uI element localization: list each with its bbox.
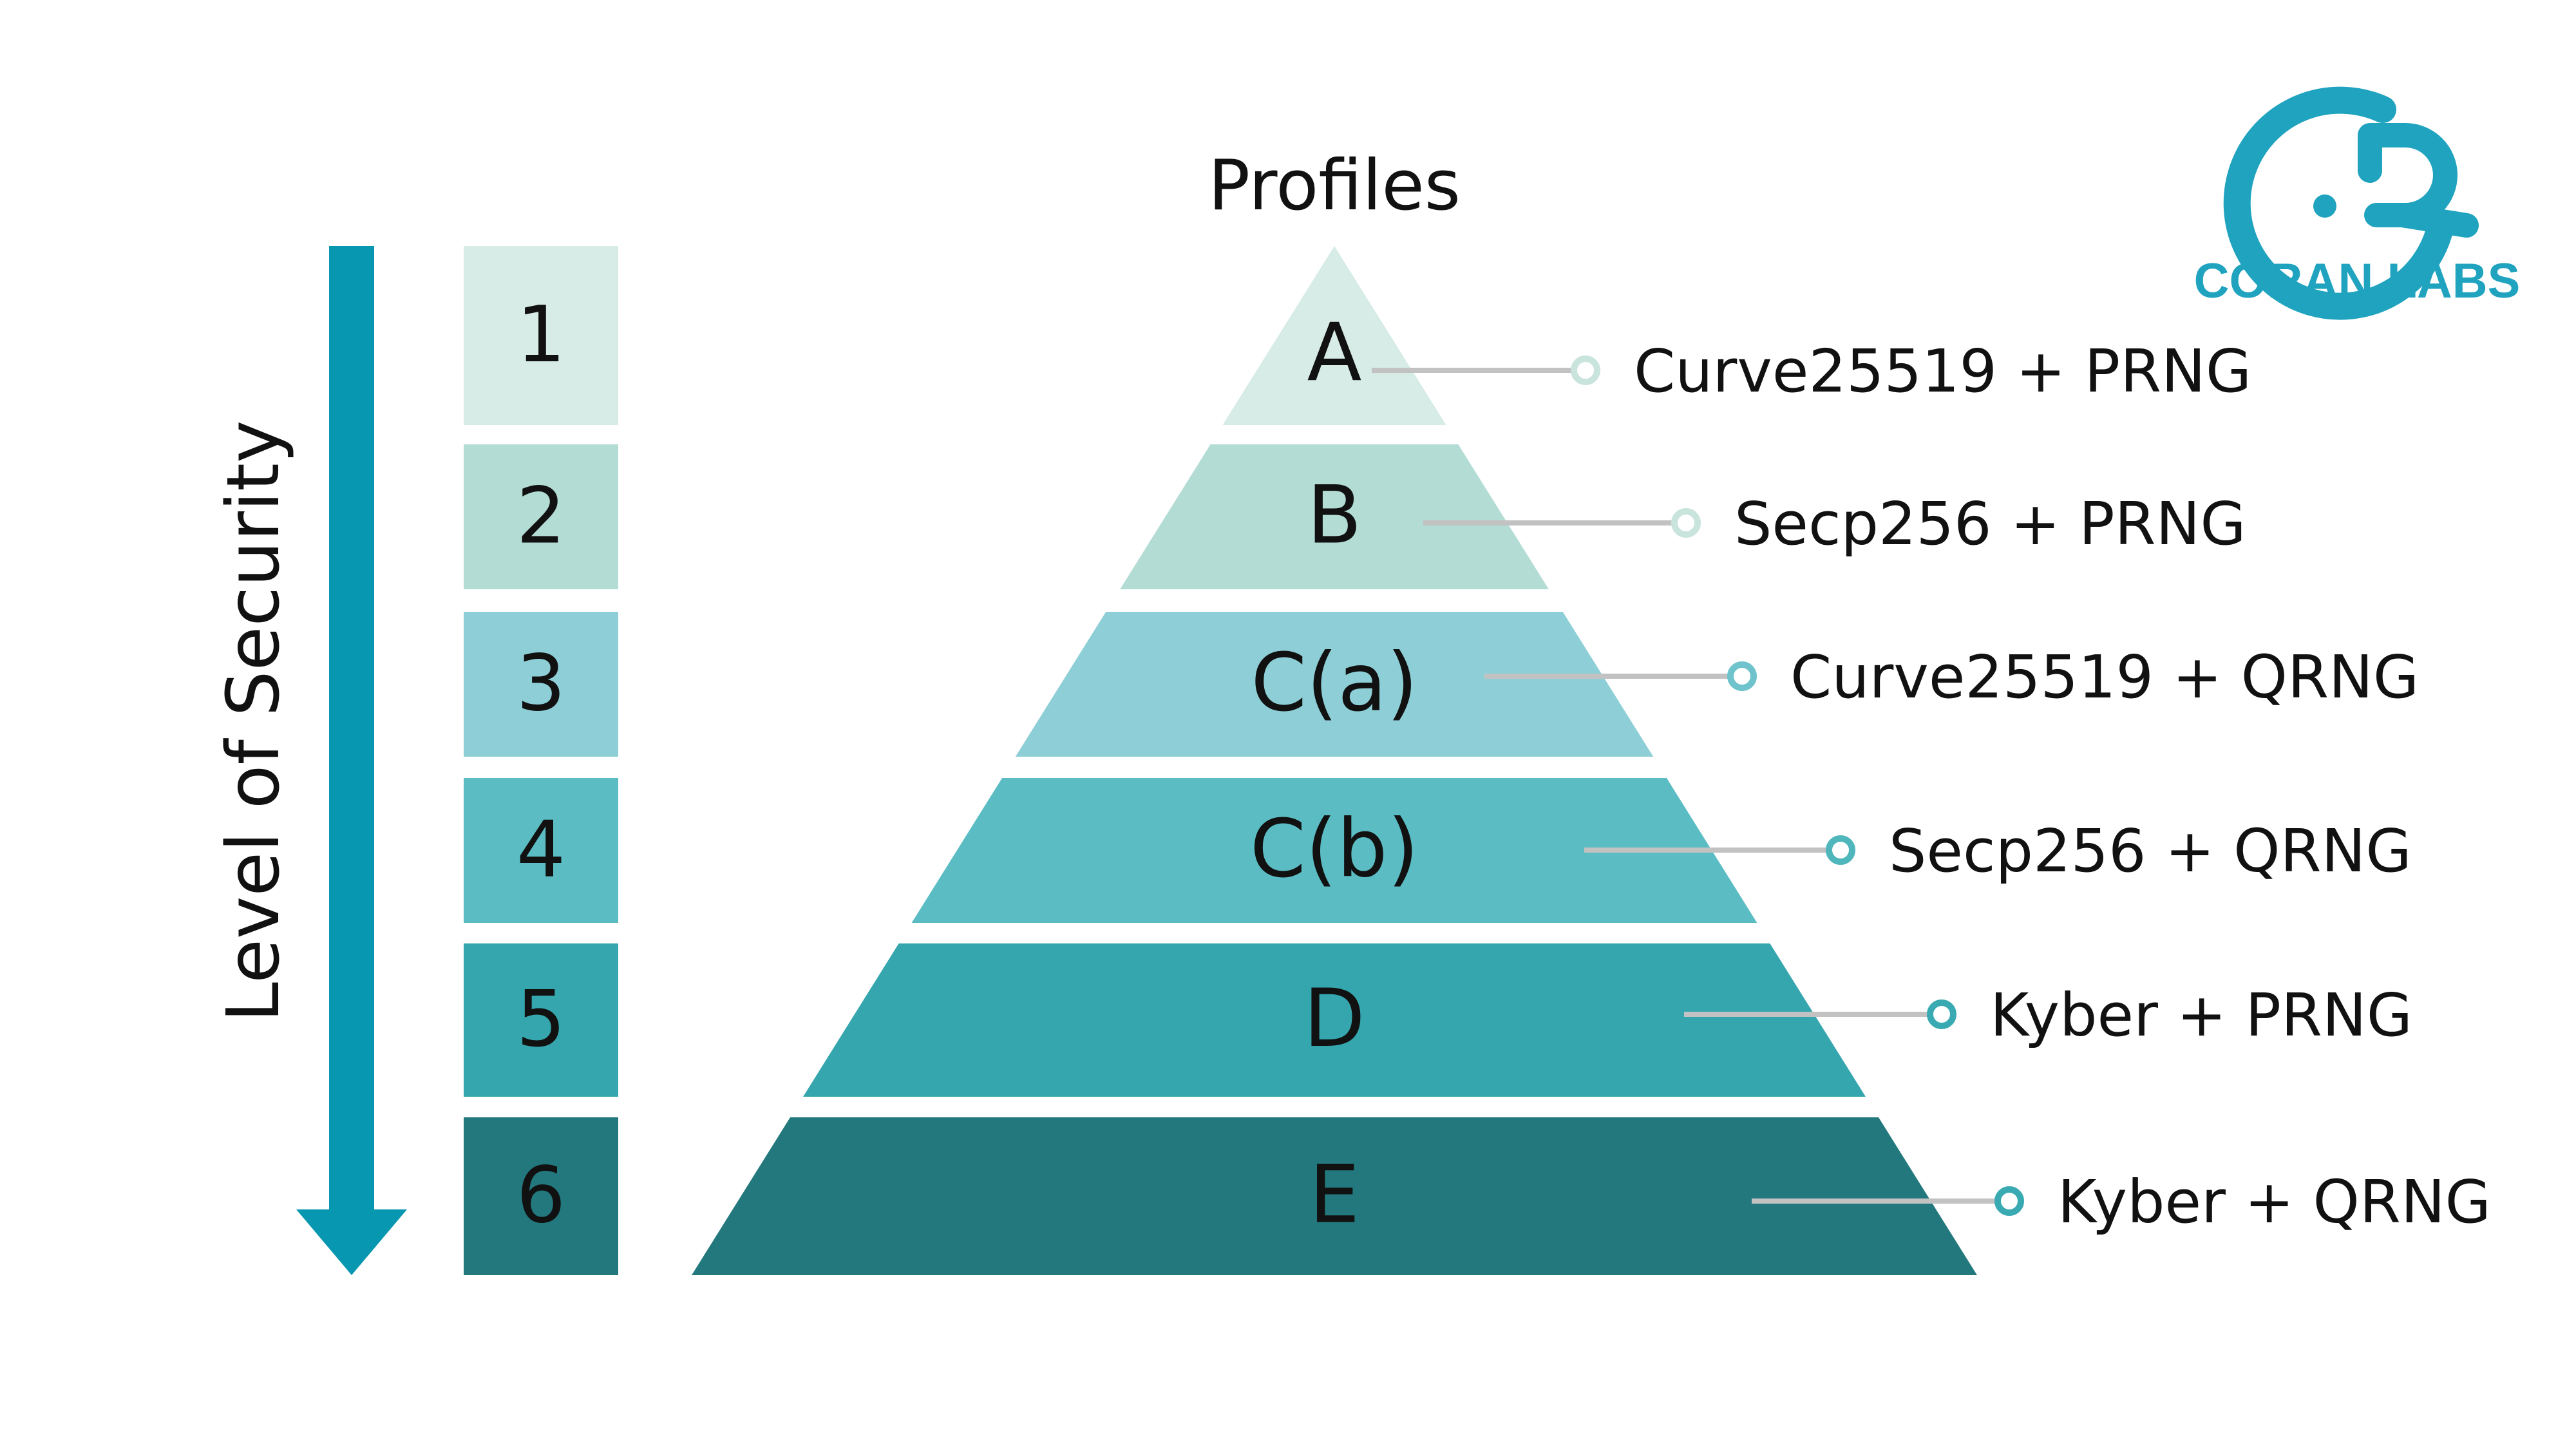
level-number: 6 — [516, 1151, 565, 1241]
level-box-2 — [464, 444, 618, 589]
profile-description: Secp256 + PRNG — [1734, 489, 2246, 558]
level-box-3 — [464, 612, 618, 757]
leader-dot — [1571, 355, 1600, 385]
level-box-6 — [464, 1117, 618, 1275]
profile-label: A — [1307, 307, 1362, 399]
level-number: 5 — [516, 975, 565, 1065]
level-box-5 — [464, 943, 618, 1097]
arrow-shaft — [329, 246, 374, 1218]
profile-label: E — [1309, 1149, 1359, 1242]
profile-label: C(a) — [1251, 637, 1417, 730]
pyramid-layer-e — [692, 1117, 1977, 1275]
brand-name: CORAN LABS — [2194, 254, 2521, 308]
diagram-title: Profiles — [1208, 146, 1461, 226]
profile-descriptions: Curve25519 + PRNG Secp256 + PRNG Curve2551… — [1372, 337, 2491, 1236]
leader-dot — [1727, 661, 1757, 691]
leader-dot — [1671, 508, 1701, 538]
pyramid-layer-cb — [911, 778, 1757, 923]
pyramid-layer-a — [1222, 246, 1446, 425]
pyramid-layer-d — [802, 943, 1866, 1097]
level-number: 2 — [516, 472, 565, 562]
profile-description: Kyber + PRNG — [1990, 981, 2412, 1050]
profile-description: Kyber + QRNG — [2058, 1168, 2491, 1236]
security-arrow — [296, 246, 407, 1275]
profile-label: C(b) — [1250, 803, 1419, 896]
pyramid-layer-ca — [1015, 612, 1654, 757]
level-boxes: 1 2 3 4 5 6 — [464, 246, 618, 1275]
level-number: 4 — [516, 806, 565, 895]
coran-labs-logo: CORAN LABS — [2194, 86, 2521, 320]
axis-label: Level of Security — [212, 421, 296, 1023]
leader-dot — [1826, 835, 1855, 865]
level-box-1 — [464, 246, 618, 425]
leader-dot — [1994, 1186, 2024, 1216]
pyramid-layer-b — [1120, 444, 1549, 589]
profile-label: B — [1307, 469, 1361, 562]
level-number: 1 — [516, 290, 565, 380]
profile-description: Secp256 + QRNG — [1889, 817, 2412, 886]
coran-labs-mark — [2223, 86, 2479, 320]
leader-dot — [1927, 999, 1956, 1029]
level-number: 3 — [516, 639, 565, 729]
arrow-head — [296, 1209, 407, 1275]
profile-label: D — [1303, 972, 1365, 1065]
level-box-4 — [464, 778, 618, 923]
profile-description: Curve25519 + PRNG — [1634, 337, 2251, 406]
profile-pyramid: AB C(a) C(b) DE — [692, 246, 1977, 1275]
profile-description: Curve25519 + QRNG — [1790, 643, 2419, 712]
